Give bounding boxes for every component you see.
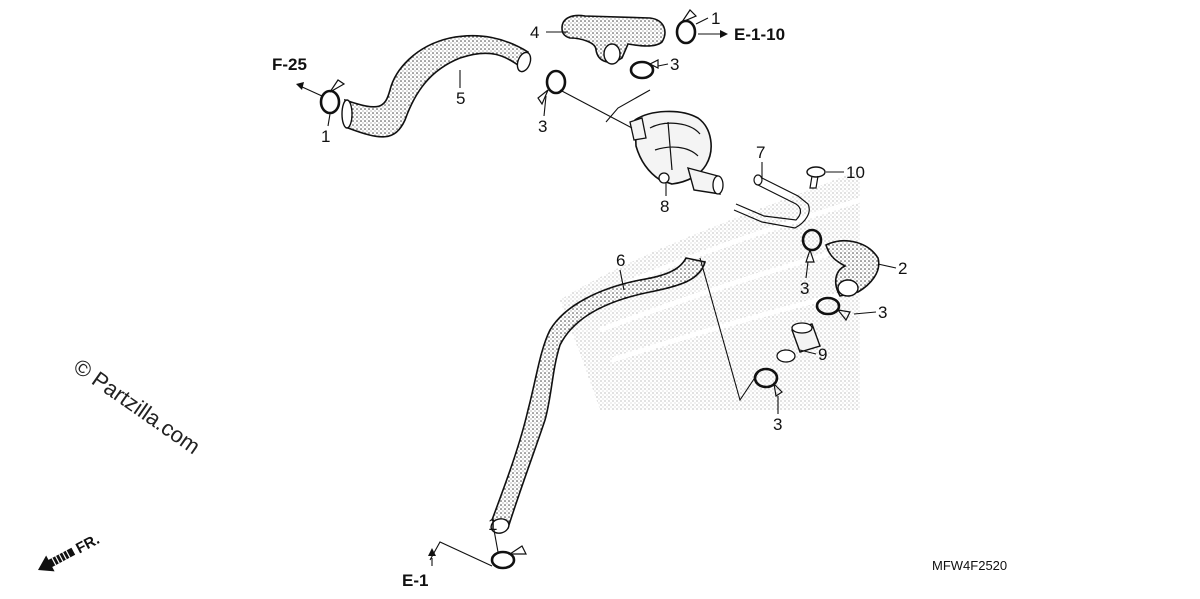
hose-6-body bbox=[491, 257, 706, 530]
housing-body bbox=[634, 110, 712, 185]
housing-inlet bbox=[629, 117, 647, 141]
thermostat-housing-8 bbox=[629, 110, 724, 195]
clamp-3d bbox=[815, 296, 841, 316]
clamp-3b bbox=[629, 60, 655, 80]
guide-hose4-housing bbox=[605, 89, 651, 123]
hose-4 bbox=[561, 14, 666, 65]
leader-1c bbox=[493, 529, 499, 553]
hose-4-body bbox=[561, 14, 666, 63]
clamp-3c bbox=[801, 228, 823, 252]
hose-6-end bbox=[490, 518, 510, 534]
reference-f25: F-25 bbox=[272, 55, 307, 74]
front-label: FR. bbox=[73, 531, 102, 557]
leader-1a bbox=[327, 113, 331, 127]
leader-1b bbox=[695, 17, 709, 25]
callout-4: 4 bbox=[530, 23, 539, 42]
tube-7-body bbox=[733, 175, 810, 229]
callout-3e: 3 bbox=[773, 415, 782, 434]
hose-5-end bbox=[516, 51, 532, 73]
callout-2: 2 bbox=[898, 259, 907, 278]
reference-e1: E-1 bbox=[402, 571, 428, 590]
hose-5-end-left bbox=[341, 99, 353, 129]
front-arrow-hatch bbox=[51, 550, 71, 566]
clamps bbox=[319, 9, 851, 570]
callout-8: 8 bbox=[660, 197, 669, 216]
clamp-3e-ears bbox=[773, 382, 783, 398]
clamp-1b bbox=[675, 19, 697, 45]
housing-bolt bbox=[658, 172, 670, 184]
hose-2-end bbox=[837, 279, 859, 297]
hose-4-end bbox=[603, 43, 621, 65]
joint-9 bbox=[776, 322, 821, 363]
hose-5 bbox=[341, 34, 532, 138]
housing-detail bbox=[649, 121, 701, 171]
hose-5-body bbox=[344, 34, 529, 138]
callout-3d: 3 bbox=[878, 303, 887, 322]
diagram-code: MFW4F2520 bbox=[932, 558, 1007, 573]
tube-7 bbox=[733, 174, 810, 229]
callout-3c: 3 bbox=[800, 279, 809, 298]
leader-9 bbox=[799, 349, 817, 355]
callout-3b: 3 bbox=[670, 55, 679, 74]
reference-labels: F-25 E-1-10 E-1 bbox=[272, 25, 785, 590]
clamp-1c bbox=[490, 550, 516, 570]
clamp-1a-ears bbox=[329, 79, 346, 93]
watermark-text: © Partzilla.com bbox=[69, 354, 205, 460]
bolt-10 bbox=[806, 166, 826, 189]
leader-3c bbox=[805, 261, 809, 279]
arrow-f25-head bbox=[296, 82, 304, 90]
guide-hose5-housing bbox=[559, 89, 633, 129]
clamp-1c-ears bbox=[508, 545, 527, 555]
guide-e1 bbox=[429, 541, 493, 567]
clamp-3c-ears bbox=[805, 248, 815, 263]
callout-7: 7 bbox=[756, 143, 765, 162]
callout-10: 10 bbox=[846, 163, 865, 182]
leader-3a bbox=[543, 95, 547, 117]
callout-1a: 1 bbox=[321, 127, 330, 146]
callout-5: 5 bbox=[456, 89, 465, 108]
honda-logo-text: HONDA bbox=[598, 362, 858, 420]
tube-7-end bbox=[753, 174, 763, 186]
callout-3a: 3 bbox=[538, 117, 547, 136]
bolt-10-head bbox=[806, 166, 826, 178]
hose-6 bbox=[490, 257, 706, 534]
clamp-3a-ears bbox=[537, 89, 549, 106]
joint-9-bottom bbox=[776, 349, 796, 363]
leader-6 bbox=[619, 269, 625, 291]
leader-2 bbox=[877, 263, 897, 269]
leader-3b bbox=[657, 63, 669, 67]
clamp-1a bbox=[319, 89, 341, 115]
front-arrow-icon bbox=[38, 547, 76, 572]
reference-arrows bbox=[296, 30, 728, 566]
callout-1c: 1 bbox=[488, 515, 497, 534]
clamp-3b-ears bbox=[648, 59, 659, 69]
callout-9: 9 bbox=[818, 345, 827, 364]
callout-labels: 1 1 1 2 3 3 3 3 3 4 5 6 7 8 9 10 bbox=[321, 9, 907, 534]
callout-6: 6 bbox=[616, 251, 625, 270]
front-direction: FR. bbox=[38, 531, 102, 572]
joint-9-top bbox=[791, 322, 813, 334]
clamp-3d-ears bbox=[836, 309, 851, 322]
bolt-10-shank bbox=[809, 175, 819, 189]
arrow-e1-head bbox=[428, 548, 436, 556]
clamp-1b-ears bbox=[680, 9, 698, 24]
leader-lines bbox=[327, 17, 897, 553]
leader-3d bbox=[853, 311, 877, 315]
callout-1b: 1 bbox=[711, 9, 720, 28]
arrow-f25 bbox=[299, 85, 323, 97]
clamp-3a bbox=[545, 69, 567, 95]
hose-2 bbox=[825, 240, 880, 297]
reference-e110: E-1-10 bbox=[734, 25, 785, 44]
arrow-e110-head bbox=[720, 30, 728, 38]
guide-hose6-zigzag bbox=[699, 257, 761, 402]
housing-outlet-end bbox=[712, 175, 724, 195]
